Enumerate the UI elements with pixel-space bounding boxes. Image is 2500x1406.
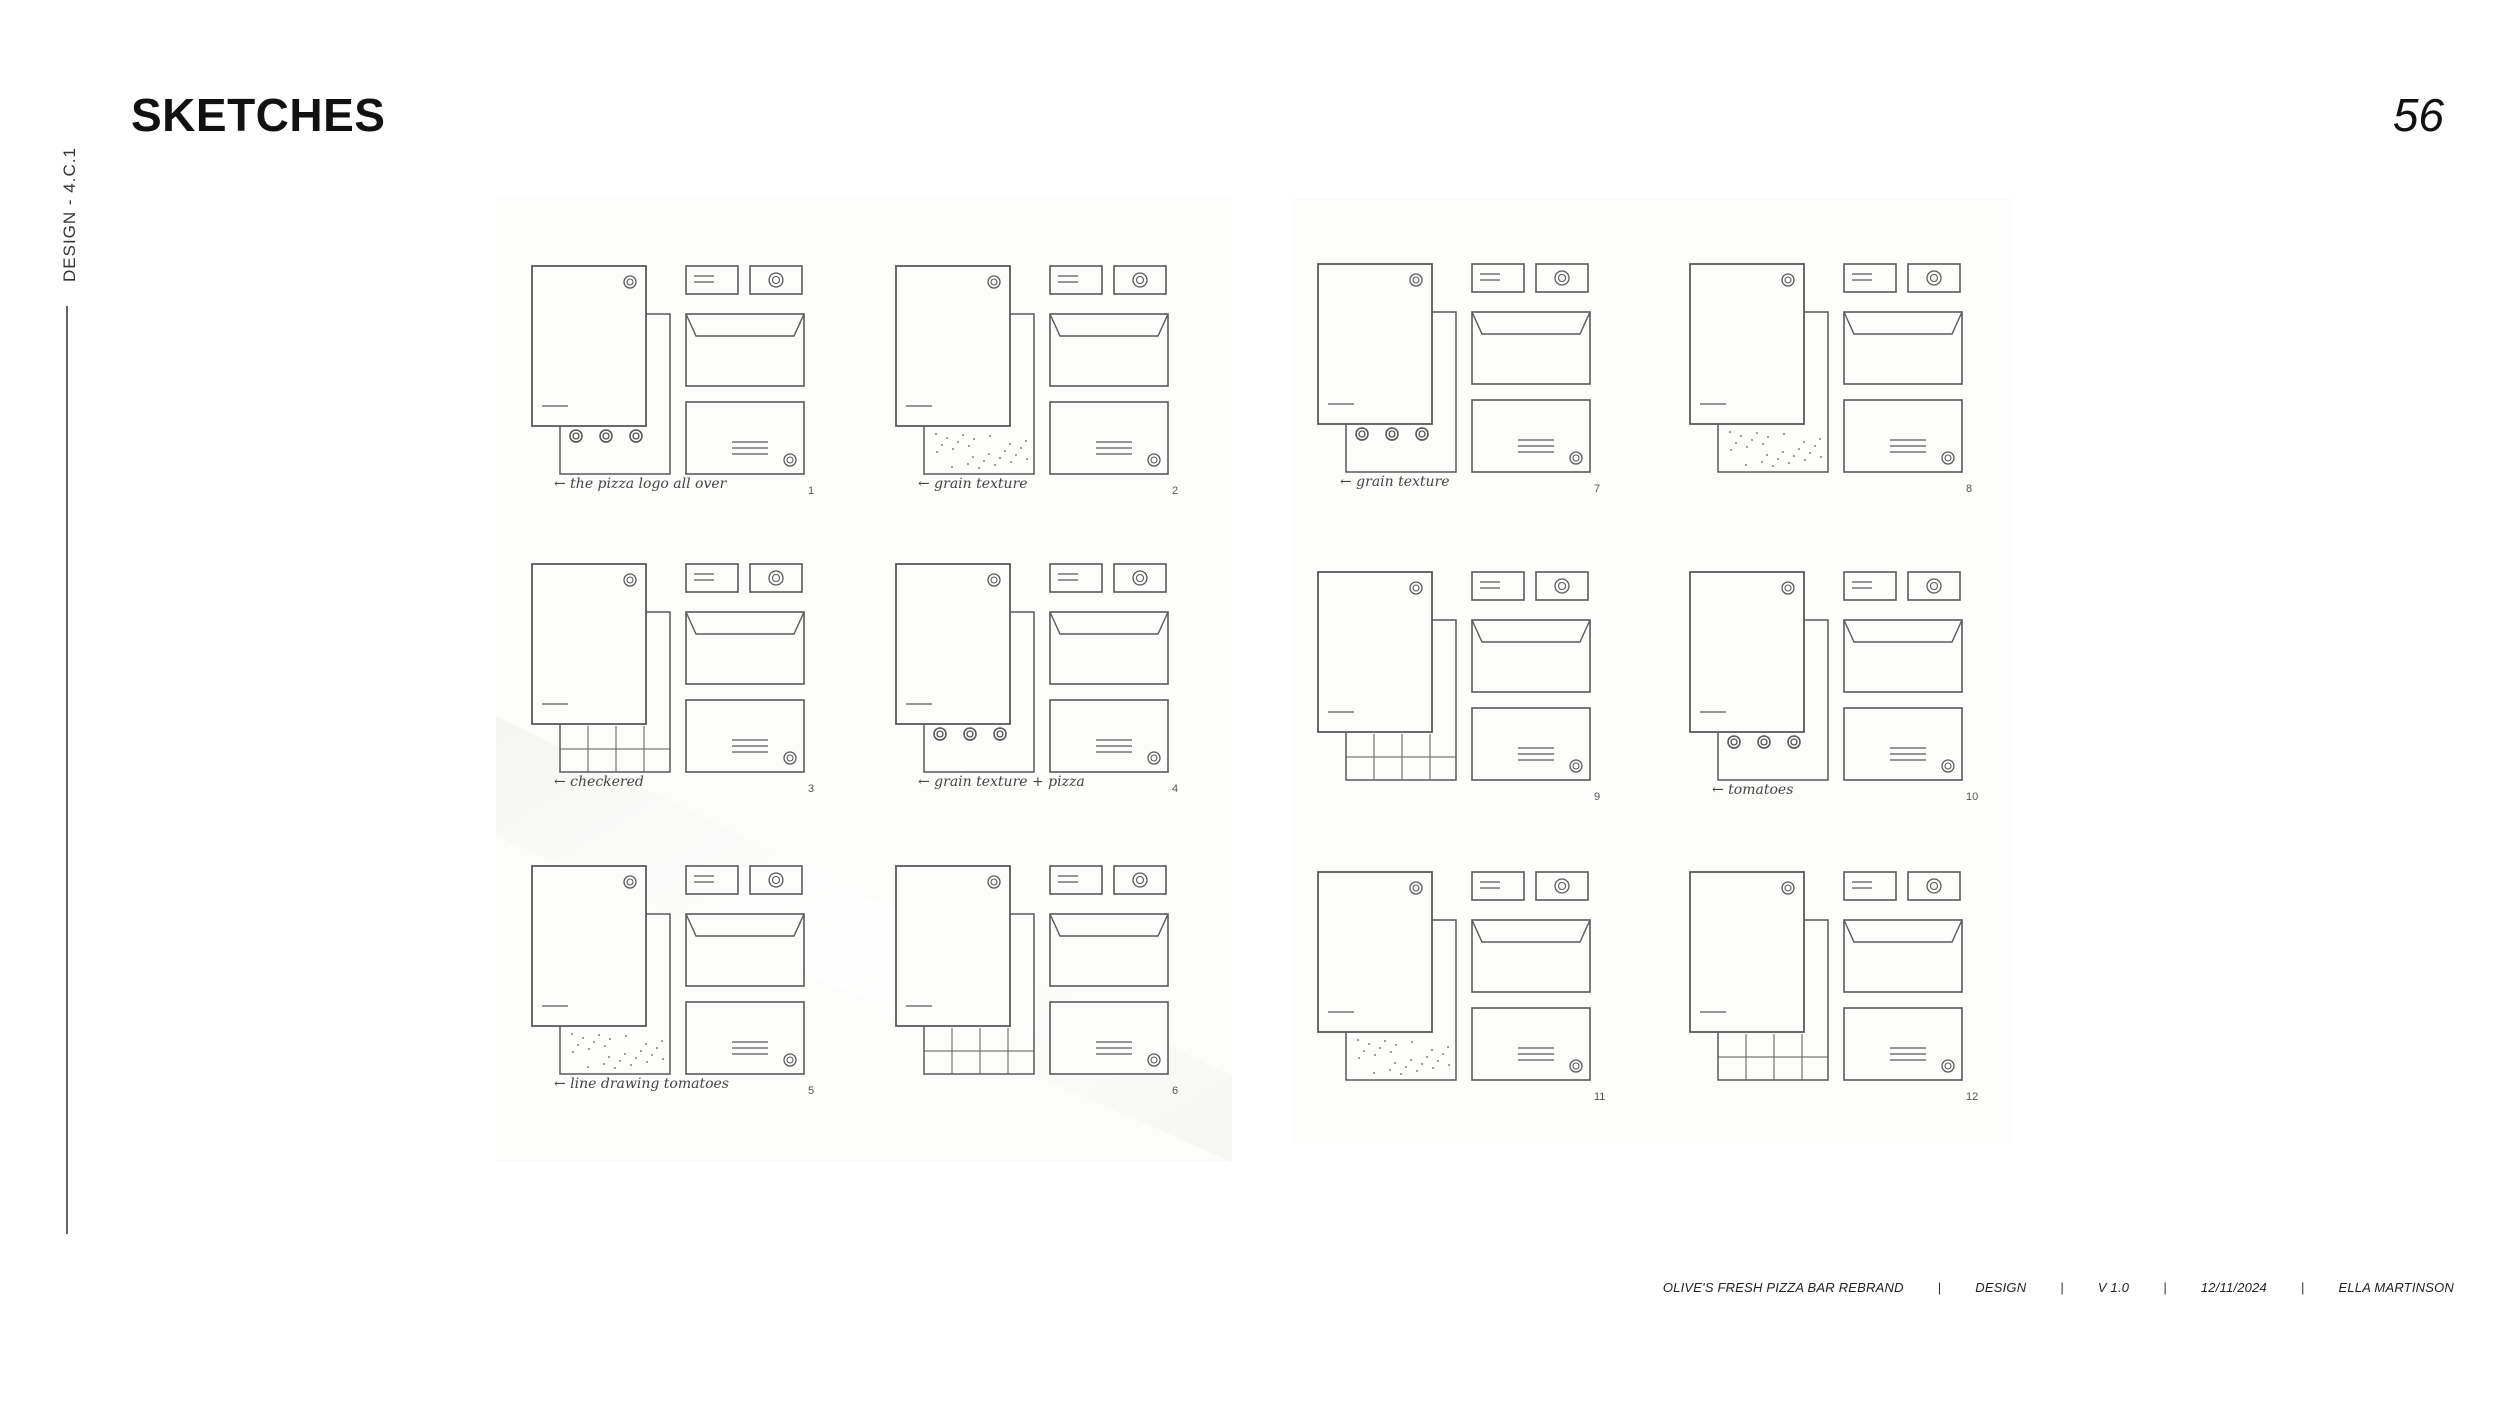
footer-date: 12/11/2024 <box>2200 1280 2267 1295</box>
footer: OLIVE'S FRESH PIZZA BAR REBRAND | DESIGN… <box>1663 1280 2454 1295</box>
sketch-note: ← grain texture <box>918 476 1028 492</box>
sketch-number: 8 <box>1966 483 1972 495</box>
sketch-number: 7 <box>1594 483 1600 495</box>
footer-section: DESIGN <box>1975 1280 2027 1295</box>
sketch-10: 10 ← tomatoes <box>1689 571 1978 803</box>
sketch-number: 3 <box>808 783 814 795</box>
sketch-note: ← checkered <box>554 774 644 790</box>
sketch-7: 7 ← grain texture <box>1317 263 1600 495</box>
sketch-12: 12 <box>1689 871 1978 1103</box>
sketch-2: 2 ← grain texture <box>895 265 1178 497</box>
sketch-number: 2 <box>1172 485 1178 497</box>
sketch-4: 4 ← grain texture + pizza <box>895 563 1178 795</box>
footer-version: V 1.0 <box>2097 1280 2130 1295</box>
footer-author: ELLA MARTINSON <box>2338 1280 2454 1295</box>
sketch-3: 3 ← checkered <box>531 563 814 795</box>
sketch-number: 4 <box>1172 783 1178 795</box>
page-number: 56 <box>2392 89 2444 141</box>
section-label: DESIGN - 4.C.1 <box>60 147 79 282</box>
footer-project: OLIVE'S FRESH PIZZA BAR REBRAND <box>1662 1280 1904 1295</box>
sketch-number: 9 <box>1594 791 1600 803</box>
page-title: SKETCHES <box>131 89 386 141</box>
sketch-1: 1 ← the pizza logo all over <box>531 265 814 497</box>
sketch-note: ← the pizza logo all over <box>554 476 728 492</box>
sketch-number: 5 <box>808 1085 814 1097</box>
sketch-5: 5 ← line drawing tomatoes <box>531 865 814 1097</box>
sketch-number: 1 <box>808 485 814 497</box>
sketch-number: 11 <box>1594 1091 1605 1103</box>
sketch-6: 6 <box>895 865 1178 1097</box>
sketch-number: 6 <box>1172 1085 1178 1097</box>
sketch-8: 8 <box>1689 263 1972 495</box>
footer-separator: | <box>1937 1280 1942 1295</box>
side-divider <box>66 306 68 1234</box>
sketch-note: ← tomatoes <box>1712 782 1793 798</box>
sketch-note: ← line drawing tomatoes <box>554 1076 729 1092</box>
sketch-9: 9 <box>1317 571 1600 803</box>
footer-separator: | <box>2060 1280 2064 1295</box>
sketch-sheet-right: 7 ← grain texture 8 9 10 ← tomatoes 11 12 <box>1292 198 2012 1144</box>
sketch-11: 11 <box>1317 871 1605 1103</box>
sketch-number: 10 <box>1966 791 1978 803</box>
sketch-note: ← grain texture <box>1340 474 1450 490</box>
footer-separator: | <box>2163 1280 2167 1295</box>
sketch-note: ← grain texture + pizza <box>918 774 1085 790</box>
sketch-sheet-left: 1 ← the pizza logo all over 2 ← grain textu… <box>496 196 1232 1162</box>
footer-separator: | <box>2300 1280 2305 1295</box>
sketch-number: 12 <box>1966 1091 1978 1103</box>
